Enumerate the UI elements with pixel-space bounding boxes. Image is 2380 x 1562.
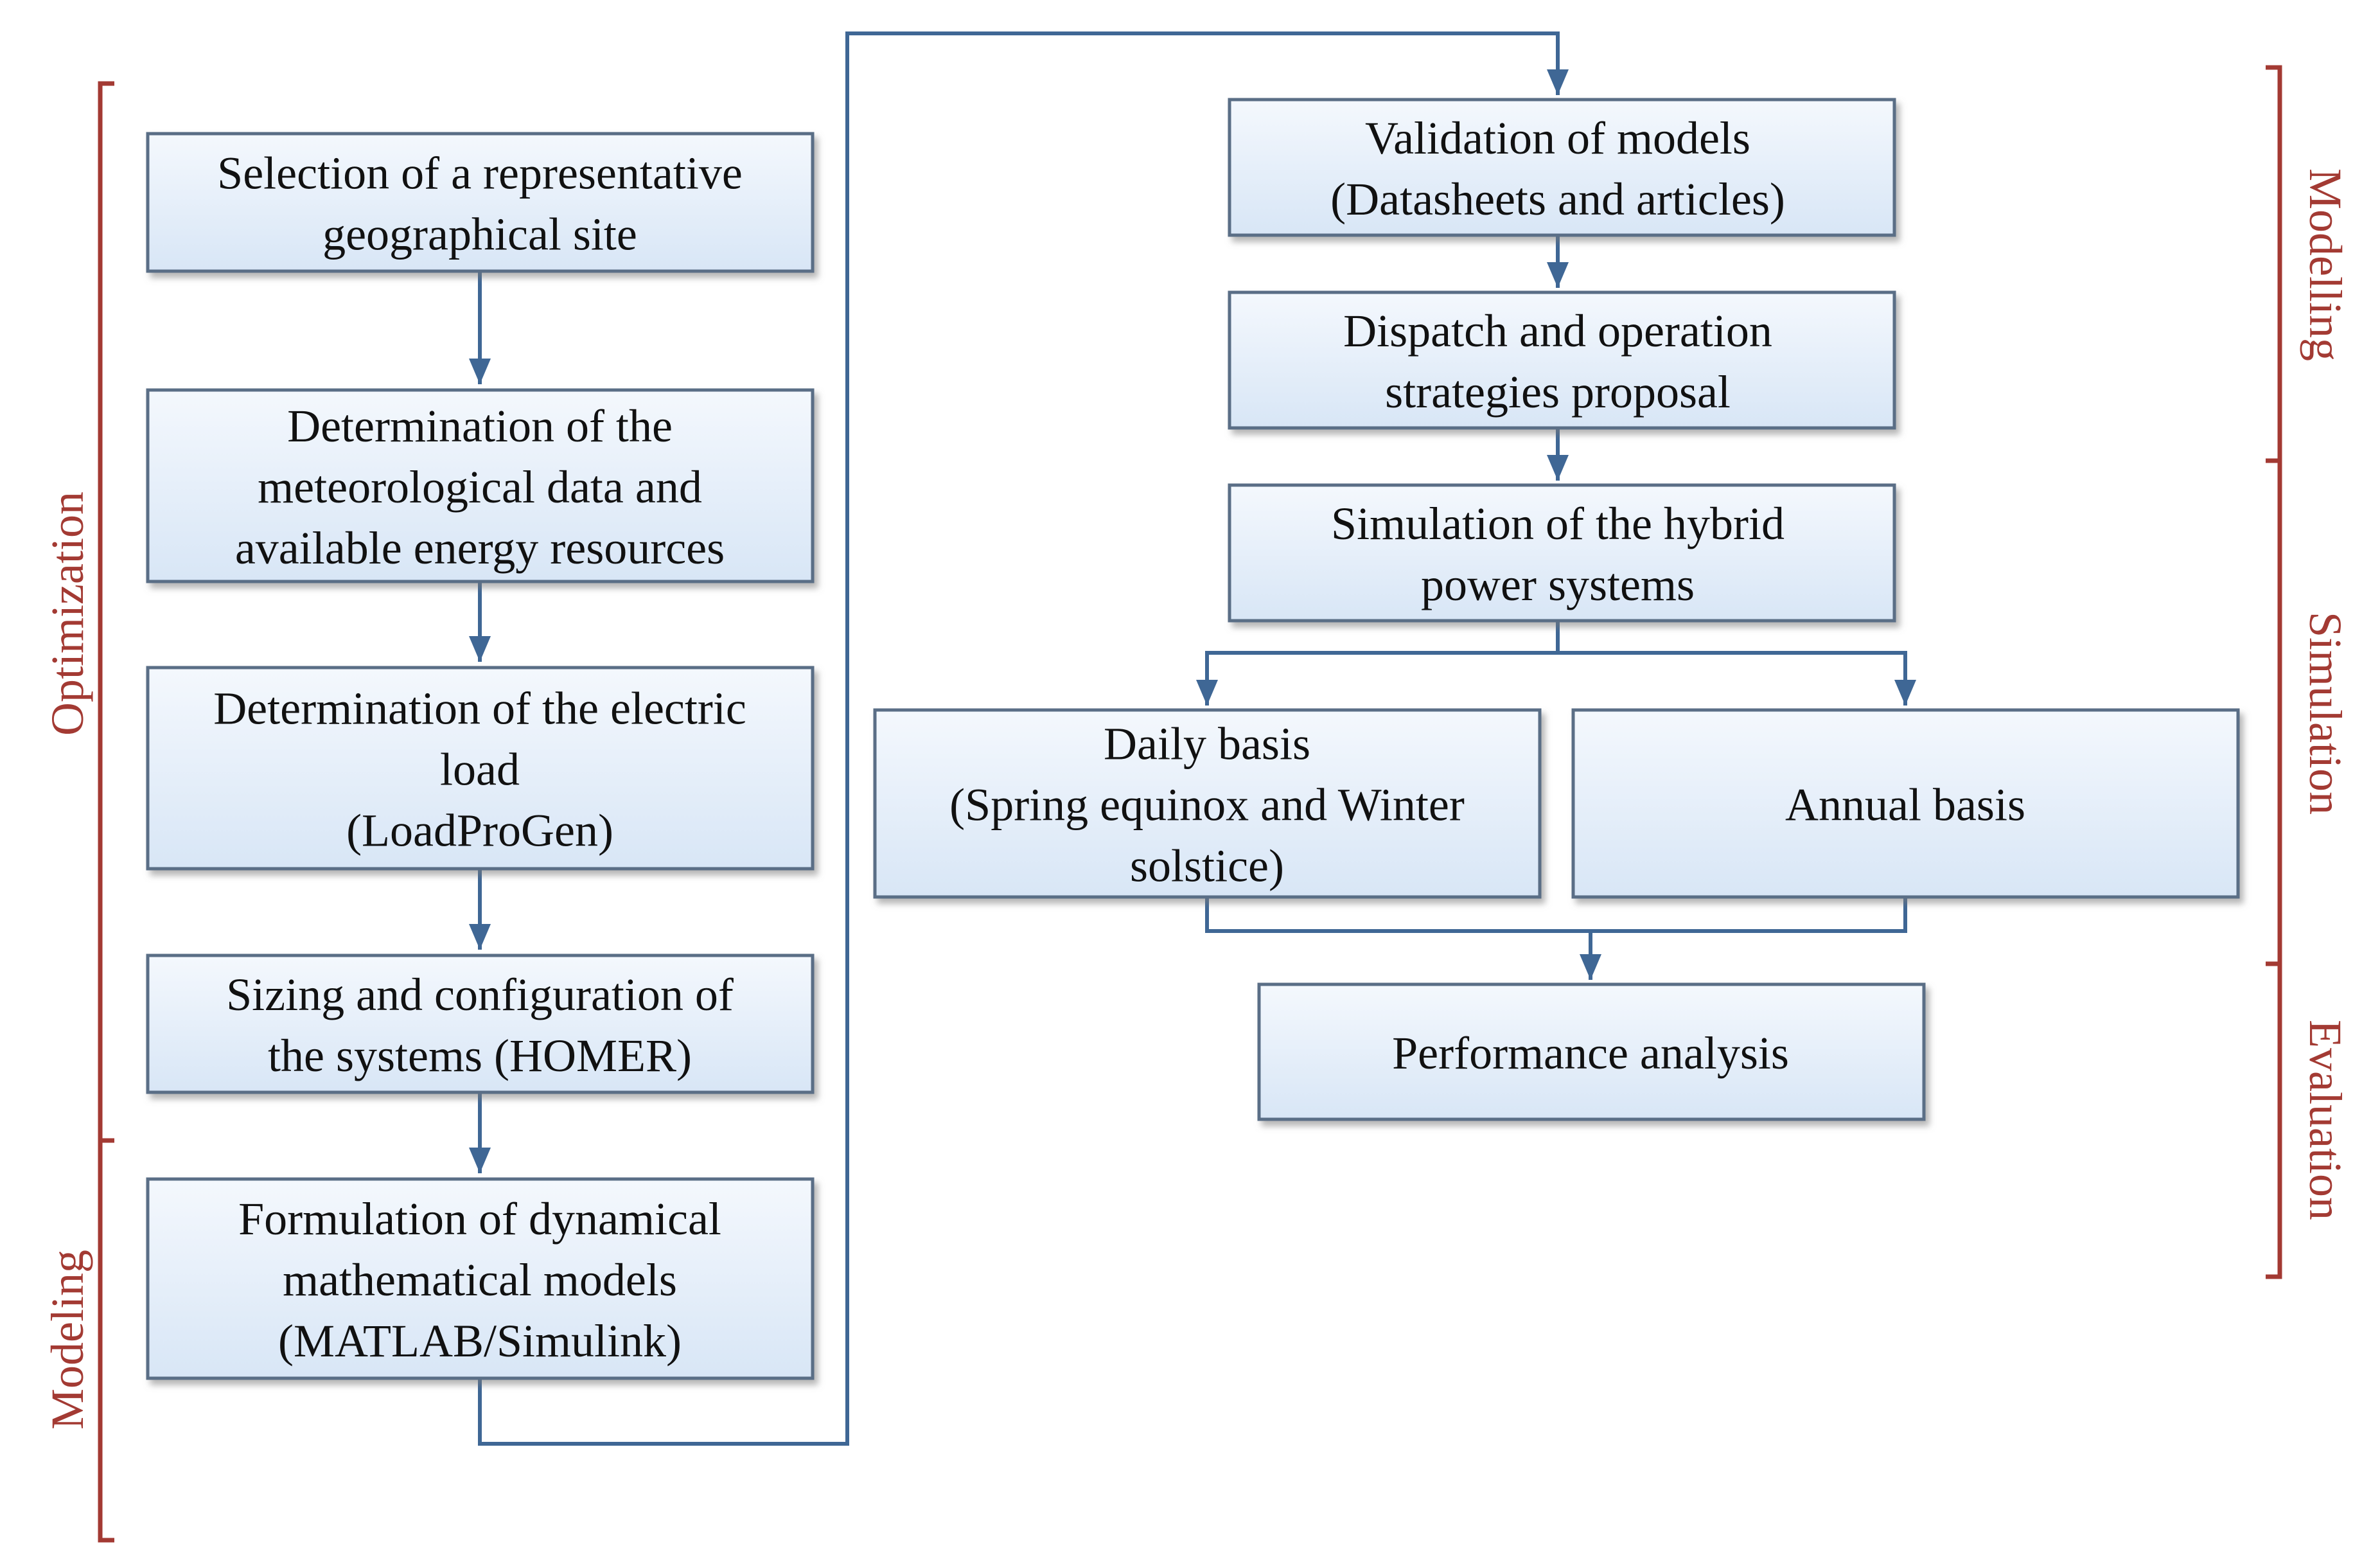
box-validation-line-1: Validation of models: [1365, 112, 1750, 164]
box-meteo-line-2: meteorological data and: [258, 461, 702, 513]
box-annual-line-1: Annual basis: [1785, 779, 2025, 831]
box-sizing: Sizing and configuration of the systems (…: [146, 954, 815, 1094]
box-dispatch: Dispatch and operation strategies proposa…: [1228, 290, 1896, 430]
box-site-line-1: Selection of a representative: [217, 148, 743, 199]
arrow-simulation-to-daily: [1196, 621, 1560, 706]
connectors: [469, 31, 1916, 1446]
box-load-line-2: load: [440, 744, 520, 795]
box-validation: Validation of models (Datasheets and arti…: [1228, 98, 1896, 237]
box-site-line-2: geographical site: [322, 209, 637, 260]
box-daily: Daily basis (Spring equinox and Winter sol…: [873, 708, 1542, 899]
box-meteo-frame: [146, 388, 815, 583]
box-load-line-3: (LoadProGen): [346, 805, 613, 856]
box-validation-frame: [1228, 98, 1896, 237]
box-simulation-line-1: Simulation of the hybrid: [1331, 498, 1785, 549]
box-simulation: Simulation of the hybrid power systems: [1228, 483, 1896, 623]
box-models-line-3: (MATLAB/Simulink): [278, 1315, 682, 1367]
box-performance-line-1: Performance analysis: [1392, 1027, 1789, 1079]
box-daily-line-2: (Spring equinox and Winter: [949, 779, 1465, 831]
label-modelling-right: Modelling: [2300, 168, 2351, 361]
box-annual: Annual basis: [1571, 708, 2240, 899]
box-models-frame: [146, 1177, 815, 1380]
arrow-simulation-to-annual: [1558, 651, 1916, 706]
label-optimization: Optimization: [42, 492, 93, 736]
box-load-line-1: Determination of the electric: [213, 683, 746, 734]
box-sizing-frame: [146, 954, 815, 1094]
box-sizing-line-1: Sizing and configuration of: [226, 969, 734, 1020]
box-annual-frame: [1571, 708, 2240, 899]
box-daily-frame: [873, 708, 1542, 899]
box-daily-line-1: Daily basis: [1104, 718, 1310, 770]
phase-labels: Optimization Modeling Modelling Simulati…: [42, 168, 2351, 1430]
bracket-left-optimization: [98, 81, 114, 1143]
bracket-right-simulation: [2266, 458, 2282, 966]
label-simulation-right: Simulation: [2300, 612, 2351, 815]
box-load-frame: [146, 666, 815, 871]
box-meteo-line-1: Determination of the: [287, 400, 673, 452]
box-meteo: Determination of the meteorological data …: [146, 388, 815, 583]
label-modeling-left: Modeling: [42, 1250, 93, 1430]
phase-brackets: [98, 65, 2282, 1543]
box-models-line-1: Formulation of dynamical: [238, 1193, 721, 1245]
box-site: Selection of a representative geographica…: [146, 132, 815, 273]
box-performance: Performance analysis: [1257, 982, 1926, 1121]
box-load: Determination of the electric load (LoadPr…: [146, 666, 815, 871]
box-dispatch-line-2: strategies proposal: [1385, 366, 1731, 418]
bracket-right-modelling: [2266, 65, 2282, 463]
box-meteo-line-3: available energy resources: [235, 522, 725, 574]
box-dispatch-line-1: Dispatch and operation: [1343, 305, 1772, 357]
bracket-left-modeling: [98, 1138, 114, 1543]
box-site-frame: [146, 132, 815, 273]
box-simulation-line-2: power systems: [1421, 559, 1695, 610]
arrow-models-to-validation: [478, 31, 1569, 1446]
box-simulation-frame: [1228, 483, 1896, 623]
box-sizing-line-2: the systems (HOMER): [268, 1030, 692, 1081]
arrow-daily-annual-to-performance: [1205, 897, 1907, 933]
label-evaluation-right: Evaluation: [2300, 1020, 2351, 1220]
bracket-right-evaluation: [2266, 961, 2282, 1279]
box-daily-line-3: solstice): [1130, 840, 1284, 892]
box-performance-frame: [1257, 982, 1926, 1121]
box-models: Formulation of dynamical mathematical mod…: [146, 1177, 815, 1380]
box-validation-line-2: (Datasheets and articles): [1330, 173, 1785, 225]
box-models-line-2: mathematical models: [283, 1254, 677, 1306]
box-dispatch-frame: [1228, 290, 1896, 430]
